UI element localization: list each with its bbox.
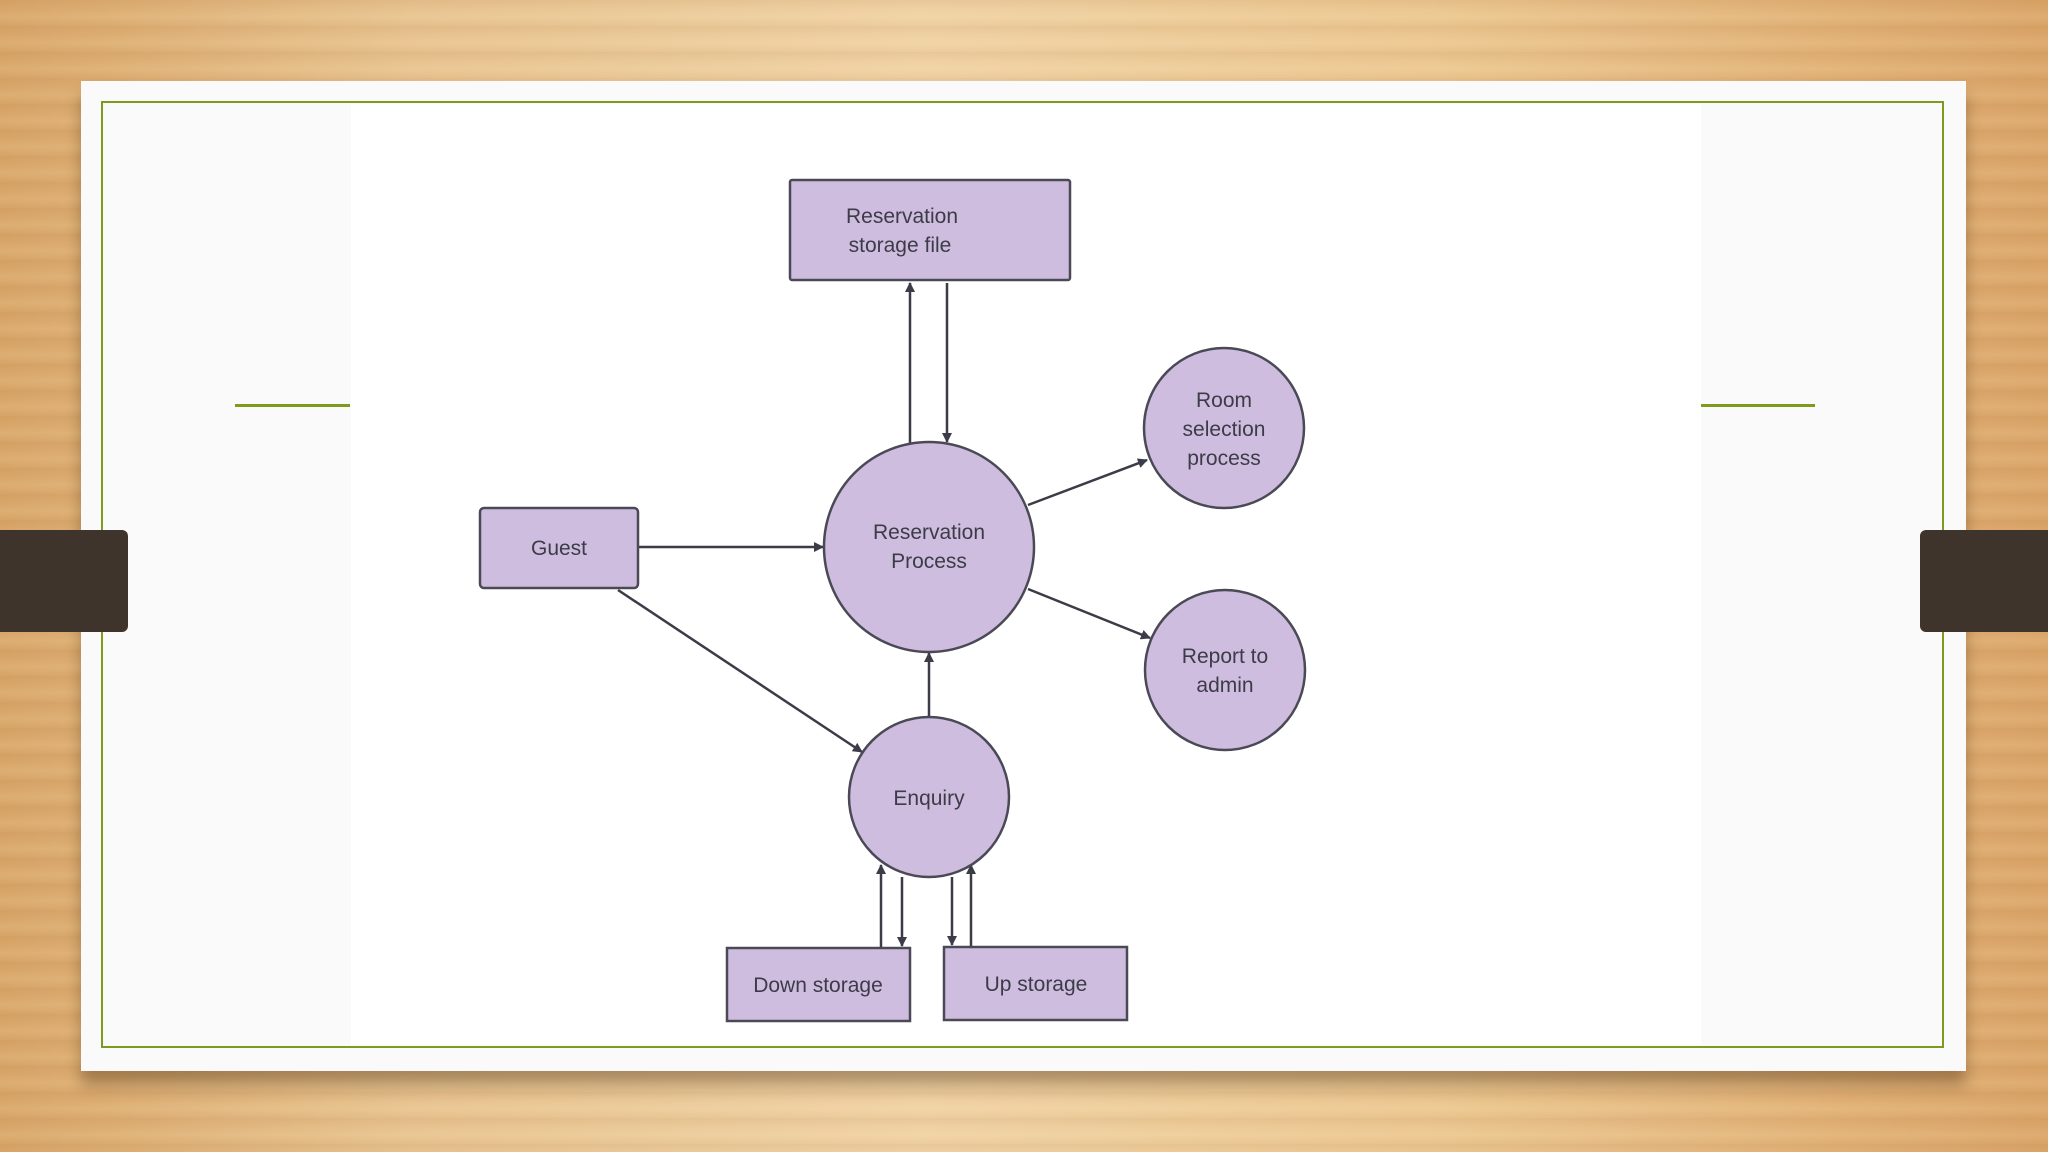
arrow-process-to-report: [1027, 587, 1151, 640]
node-label-line: Room: [1196, 389, 1252, 412]
node-label-line: Report to: [1182, 645, 1268, 668]
node-label-line: Down storage: [753, 974, 883, 997]
node-up-storage: Up storage: [942, 945, 1129, 1022]
node-label-line: Up storage: [985, 973, 1088, 996]
left-binder-tab: [0, 530, 128, 632]
node-room-selection-process: Room selection process: [1142, 346, 1306, 510]
node-down-storage: Down storage: [725, 946, 912, 1023]
node-label-line: Reservation: [846, 205, 958, 228]
node-reservation-process: Reservation Process: [822, 440, 1036, 654]
node-label-line: storage file: [849, 234, 952, 257]
left-accent-rule: [235, 404, 350, 407]
right-accent-rule: [1700, 404, 1815, 407]
node-report-to-admin: Report to admin: [1143, 588, 1307, 752]
node-enquiry: Enquiry: [847, 715, 1011, 879]
node-label-line: Enquiry: [893, 787, 965, 810]
node-guest: Guest: [478, 506, 640, 590]
right-binder-tab: [1920, 530, 2048, 632]
node-label-line: Reservation: [873, 521, 985, 544]
node-label-line: Guest: [531, 537, 587, 560]
arrow-process-to-room-selection: [1027, 458, 1148, 507]
node-label-line: admin: [1196, 674, 1253, 697]
node-label-line: process: [1187, 447, 1261, 470]
arrow-guest-to-enquiry: [617, 588, 863, 754]
node-reservation-storage-file: Reservation storage file: [788, 178, 1072, 282]
node-label-line: selection: [1183, 418, 1266, 441]
node-label-line: Process: [891, 550, 967, 573]
